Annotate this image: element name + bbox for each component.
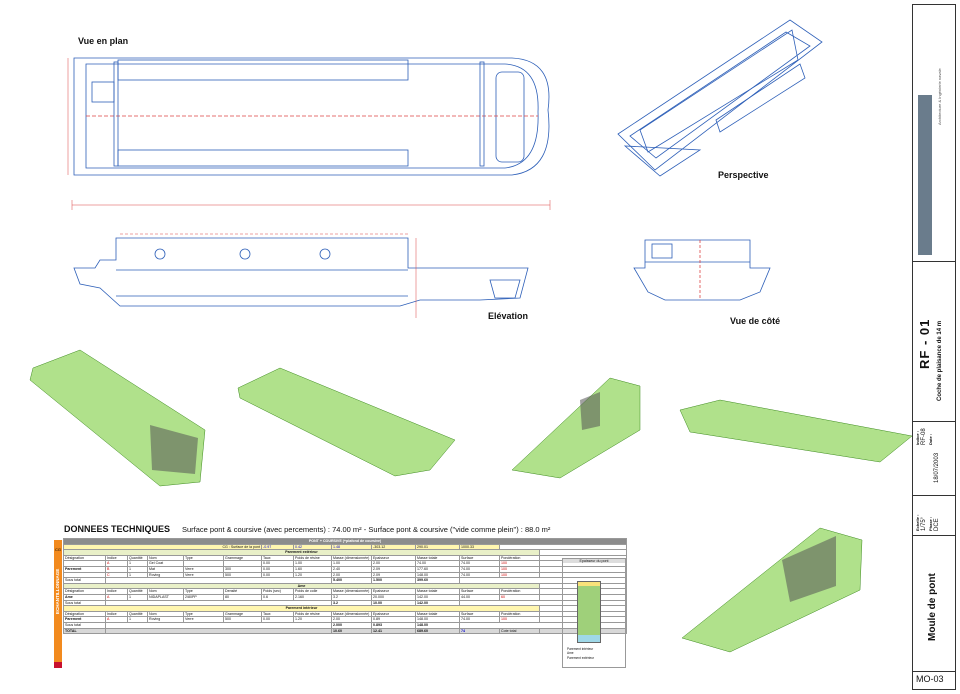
render-3 xyxy=(511,377,641,479)
drawing-number-panel: MO-03 xyxy=(913,671,955,689)
drawing-title-panel: Moule de pont xyxy=(913,535,955,672)
company-panel: Architecture & Ingénierie navale xyxy=(913,5,955,262)
company-name: Architecture & Ingénierie navale xyxy=(937,68,942,125)
phase-value: DCE xyxy=(934,518,940,531)
side-label: ECHANTILLONNAGE xyxy=(55,568,60,614)
indice-panel: Indice : RF-08 Date : 18/07/2003 xyxy=(913,421,955,496)
elevation-view-label: Elévation xyxy=(488,311,529,321)
title-block: Architecture & Ingénierie navale RF - 01… xyxy=(912,4,956,690)
drawing-number: MO-03 xyxy=(916,674,944,684)
total-marker xyxy=(54,662,62,668)
tech-summary: Surface pont & coursive (avec percements… xyxy=(182,525,551,534)
plan-view-label: Vue en plan xyxy=(78,36,129,46)
project-name: Coche de plaisance de 14 m xyxy=(937,320,943,401)
scale-panel: Echelle : 1/75° Phase : DCE xyxy=(913,495,955,536)
project-panel: RF - 01 Coche de plaisance de 14 m xyxy=(913,261,955,422)
company-logo xyxy=(918,95,932,255)
indice-value: RF-08 xyxy=(921,428,927,445)
date-value: 18/07/2003 xyxy=(934,452,940,483)
tech-title: DONNEES TECHNIQUES xyxy=(64,524,171,534)
drawing-title: Moule de pont xyxy=(927,573,938,641)
thickness-bar xyxy=(577,581,601,643)
thickness-legend: Parement intérieur Ame Parement extérieu… xyxy=(567,647,595,660)
render-2 xyxy=(237,367,456,477)
scale-value: 1/75° xyxy=(921,516,927,531)
side-label-top: CG xyxy=(55,547,61,552)
tech-table: PONT + COURSIVE (+plafond de coursive) C… xyxy=(62,538,628,635)
project-code: RF - 01 xyxy=(917,318,932,369)
thickness-panel: Epaisseur du pont Parement intérieur Ame… xyxy=(562,558,626,668)
render-4 xyxy=(679,399,913,463)
thickness-title: Epaisseur du pont xyxy=(563,559,625,563)
side-view-label: Vue de côté xyxy=(730,316,781,326)
perspective-view-label: Perspective xyxy=(718,170,769,180)
side-label-bar xyxy=(54,540,62,662)
